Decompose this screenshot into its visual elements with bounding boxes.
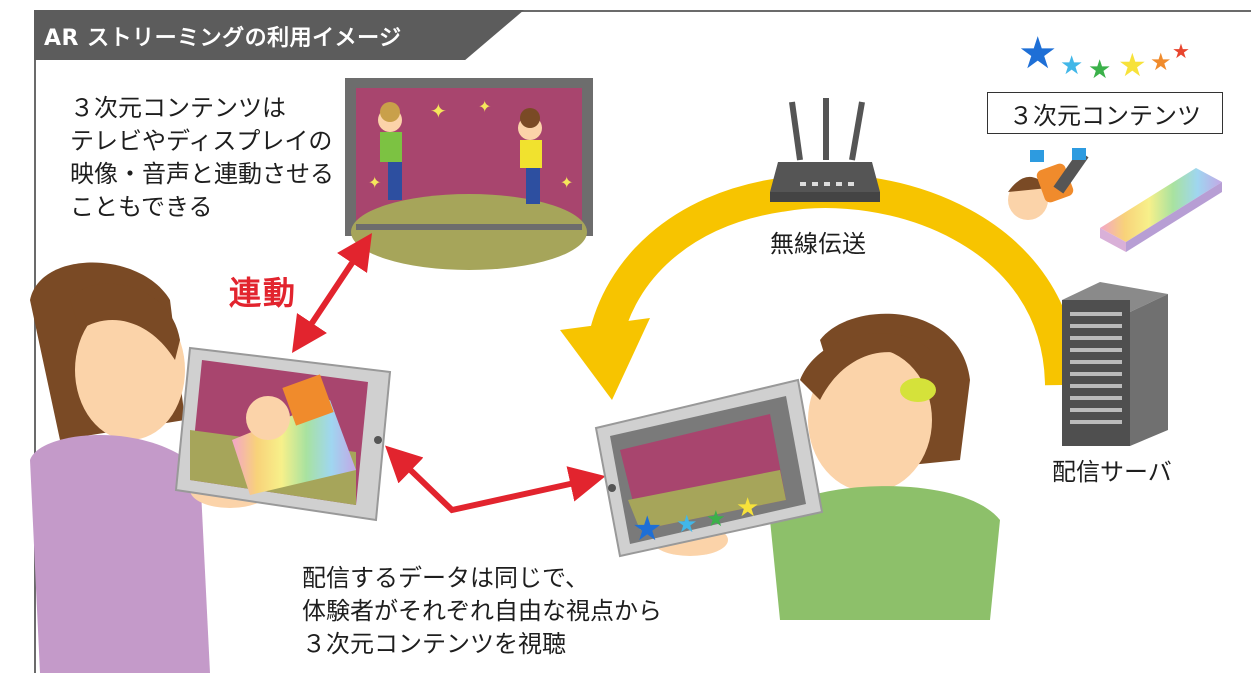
shared-data-arrow [385, 445, 606, 514]
svg-text:★: ★ [1118, 46, 1147, 84]
tv-display: ✦ ✦ ✦ ✦ [345, 78, 593, 270]
shared-data-note-line-1: 配信するデータは同じで、 [302, 564, 590, 592]
sync-note-line-3: 映像・音声と連動させる [70, 160, 334, 188]
left-tablet [174, 346, 392, 522]
svg-text:✦: ✦ [430, 99, 447, 123]
distribution-server-label: 配信サーバ [1052, 458, 1172, 486]
left-viewer-person [30, 262, 270, 673]
right-viewer-person [652, 313, 1000, 620]
3d-content-kid-icon [1008, 148, 1089, 220]
svg-text:✦: ✦ [478, 97, 491, 116]
svg-text:★: ★ [1150, 48, 1172, 76]
svg-text:★: ★ [736, 493, 759, 523]
stars-decoration: ★ ★ ★ ★ ★ ★ [1018, 28, 1190, 85]
diagram-title: AR ストリーミングの利用イメージ [44, 26, 402, 51]
server-icon [1062, 282, 1168, 446]
svg-text:✦: ✦ [368, 173, 381, 192]
linked-label: 連動 [229, 274, 298, 312]
sync-note-line-4: こともできる [70, 193, 213, 221]
svg-text:★: ★ [1088, 55, 1111, 85]
svg-text:✦: ✦ [560, 173, 573, 192]
svg-text:★: ★ [1060, 51, 1083, 81]
sync-arrow [292, 233, 372, 353]
frame-left-border [34, 10, 36, 673]
svg-text:★: ★ [1018, 28, 1057, 79]
svg-text:★: ★ [706, 507, 726, 532]
3d-content-label-box: ３次元コンテンツ [987, 92, 1223, 134]
shared-data-note-line-2: 体験者がそれぞれ自由な視点から [302, 597, 662, 625]
svg-text:★: ★ [676, 510, 698, 538]
frame-top-border [34, 10, 1251, 12]
sync-note-line-1: ３次元コンテンツは [70, 94, 286, 122]
wireless-transmission-label: 無線伝送 [770, 230, 866, 258]
title-tab [34, 10, 524, 60]
right-tablet: ★ ★ ★ ★ [594, 378, 824, 558]
svg-text:★: ★ [1172, 39, 1190, 63]
shared-data-note-line-3: ３次元コンテンツを視聴 [302, 630, 566, 658]
3d-content-rainbow-block [1100, 168, 1222, 252]
sync-note-line-2: テレビやディスプレイの [70, 127, 333, 155]
router-icon [770, 98, 880, 202]
svg-text:★: ★ [632, 509, 662, 549]
